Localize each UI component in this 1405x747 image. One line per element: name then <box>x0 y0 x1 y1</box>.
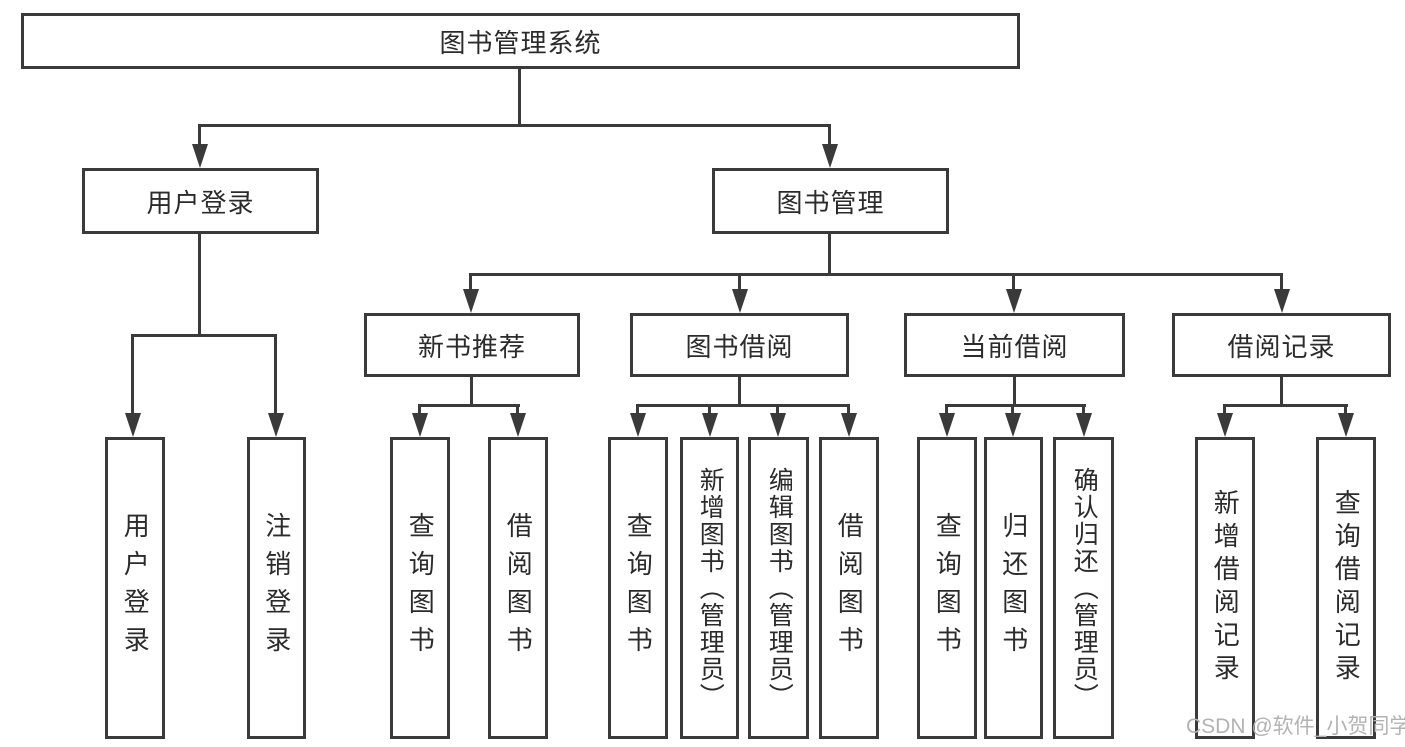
connector <box>418 404 520 407</box>
connector <box>636 404 639 415</box>
connector <box>131 334 277 337</box>
arrow-down-icon <box>770 413 786 437</box>
connector <box>198 124 831 127</box>
connector <box>469 273 472 291</box>
connector <box>945 404 948 415</box>
leaf-confirm-return-admin: 确认归还（管理员） <box>1053 437 1114 739</box>
connector <box>1280 377 1283 407</box>
node-book-borrow: 图书借阅 <box>630 313 849 377</box>
leaf-borrow-query-book-label: 查询图书 <box>623 512 654 664</box>
connector <box>1011 404 1014 415</box>
arrow-down-icon <box>1217 413 1233 437</box>
node-root-label: 图书管理系统 <box>439 27 602 58</box>
node-user-login: 用户登录 <box>82 168 319 234</box>
arrow-down-icon <box>192 144 208 168</box>
leaf-current-query-book: 查询图书 <box>917 437 977 739</box>
connector <box>518 69 521 127</box>
connector <box>847 404 850 415</box>
leaf-return-book-label: 归还图书 <box>998 512 1029 664</box>
connector <box>470 377 473 407</box>
connector <box>738 377 741 407</box>
leaf-edit-book-admin: 编辑图书（管理员） <box>748 437 809 739</box>
leaf-confirm-return-admin-label: 确认归还（管理员） <box>1070 466 1099 710</box>
leaf-user-login: 用户登录 <box>105 437 165 739</box>
leaf-current-query-book-label: 查询图书 <box>932 512 963 664</box>
connector <box>1082 404 1085 415</box>
arrow-down-icon <box>841 413 857 437</box>
node-new-book-recommend-label: 新书推荐 <box>417 331 526 362</box>
node-current-borrow-label: 当前借阅 <box>960 331 1069 362</box>
connector <box>828 124 831 146</box>
node-user-login-label: 用户登录 <box>146 187 255 218</box>
connector <box>1223 404 1348 407</box>
node-root: 图书管理系统 <box>21 13 1020 69</box>
arrow-down-icon <box>630 413 646 437</box>
leaf-recommend-query-book: 查询图书 <box>390 437 450 739</box>
leaf-recommend-borrow-book: 借阅图书 <box>488 437 548 739</box>
arrow-down-icon <box>702 413 718 437</box>
leaf-user-login-label: 用户登录 <box>120 512 151 664</box>
connector <box>516 404 519 415</box>
connector <box>1013 377 1016 407</box>
csdn-watermark: CSDN @软件_小贺同学 <box>1186 715 1405 738</box>
connector <box>738 273 741 291</box>
arrow-down-icon <box>510 413 526 437</box>
leaf-borrow-book-label: 借阅图书 <box>834 512 865 664</box>
connector <box>1344 404 1347 415</box>
node-borrow-record-label: 借阅记录 <box>1227 331 1336 362</box>
arrow-down-icon <box>1006 289 1022 313</box>
connector <box>828 234 831 276</box>
connector <box>1012 273 1015 291</box>
leaf-logout: 注销登录 <box>247 437 306 739</box>
arrow-down-icon <box>1005 413 1021 437</box>
leaf-query-borrow-record-label: 查询借阅记录 <box>1331 489 1362 687</box>
connector <box>776 404 779 415</box>
arrow-down-icon <box>1274 289 1290 313</box>
arrow-down-icon <box>1338 413 1354 437</box>
connector <box>274 334 277 415</box>
arrow-down-icon <box>125 413 141 437</box>
node-book-borrow-label: 图书借阅 <box>685 331 794 362</box>
connector <box>1280 273 1283 291</box>
arrow-down-icon <box>268 413 284 437</box>
node-new-book-recommend: 新书推荐 <box>364 313 580 377</box>
connector <box>131 334 134 415</box>
leaf-add-book-admin: 新增图书（管理员） <box>680 437 739 739</box>
connector <box>198 124 201 146</box>
arrow-down-icon <box>1076 413 1092 437</box>
connector <box>1223 404 1226 415</box>
node-book-management: 图书管理 <box>712 168 949 234</box>
connector <box>469 273 1283 276</box>
leaf-logout-label: 注销登录 <box>261 512 292 664</box>
leaf-edit-book-admin-label: 编辑图书（管理员） <box>765 466 794 710</box>
leaf-add-book-admin-label: 新增图书（管理员） <box>696 466 725 710</box>
leaf-query-borrow-record: 查询借阅记录 <box>1316 437 1376 739</box>
leaf-borrow-book: 借阅图书 <box>819 437 879 739</box>
node-borrow-record: 借阅记录 <box>1172 313 1391 377</box>
leaf-return-book: 归还图书 <box>984 437 1043 739</box>
leaf-recommend-borrow-book-label: 借阅图书 <box>503 512 534 664</box>
connector <box>708 404 711 415</box>
arrow-down-icon <box>732 289 748 313</box>
node-book-management-label: 图书管理 <box>776 187 885 218</box>
leaf-recommend-query-book-label: 查询图书 <box>405 512 436 664</box>
node-current-borrow: 当前借阅 <box>904 313 1125 377</box>
connector <box>945 404 1086 407</box>
connector <box>198 234 201 337</box>
leaf-add-borrow-record: 新增借阅记录 <box>1195 437 1255 739</box>
arrow-down-icon <box>822 144 838 168</box>
connector <box>418 404 421 415</box>
arrow-down-icon <box>939 413 955 437</box>
leaf-add-borrow-record-label: 新增借阅记录 <box>1210 489 1241 687</box>
arrow-down-icon <box>412 413 428 437</box>
connector <box>636 404 850 407</box>
arrow-down-icon <box>463 289 479 313</box>
leaf-borrow-query-book: 查询图书 <box>608 437 668 739</box>
